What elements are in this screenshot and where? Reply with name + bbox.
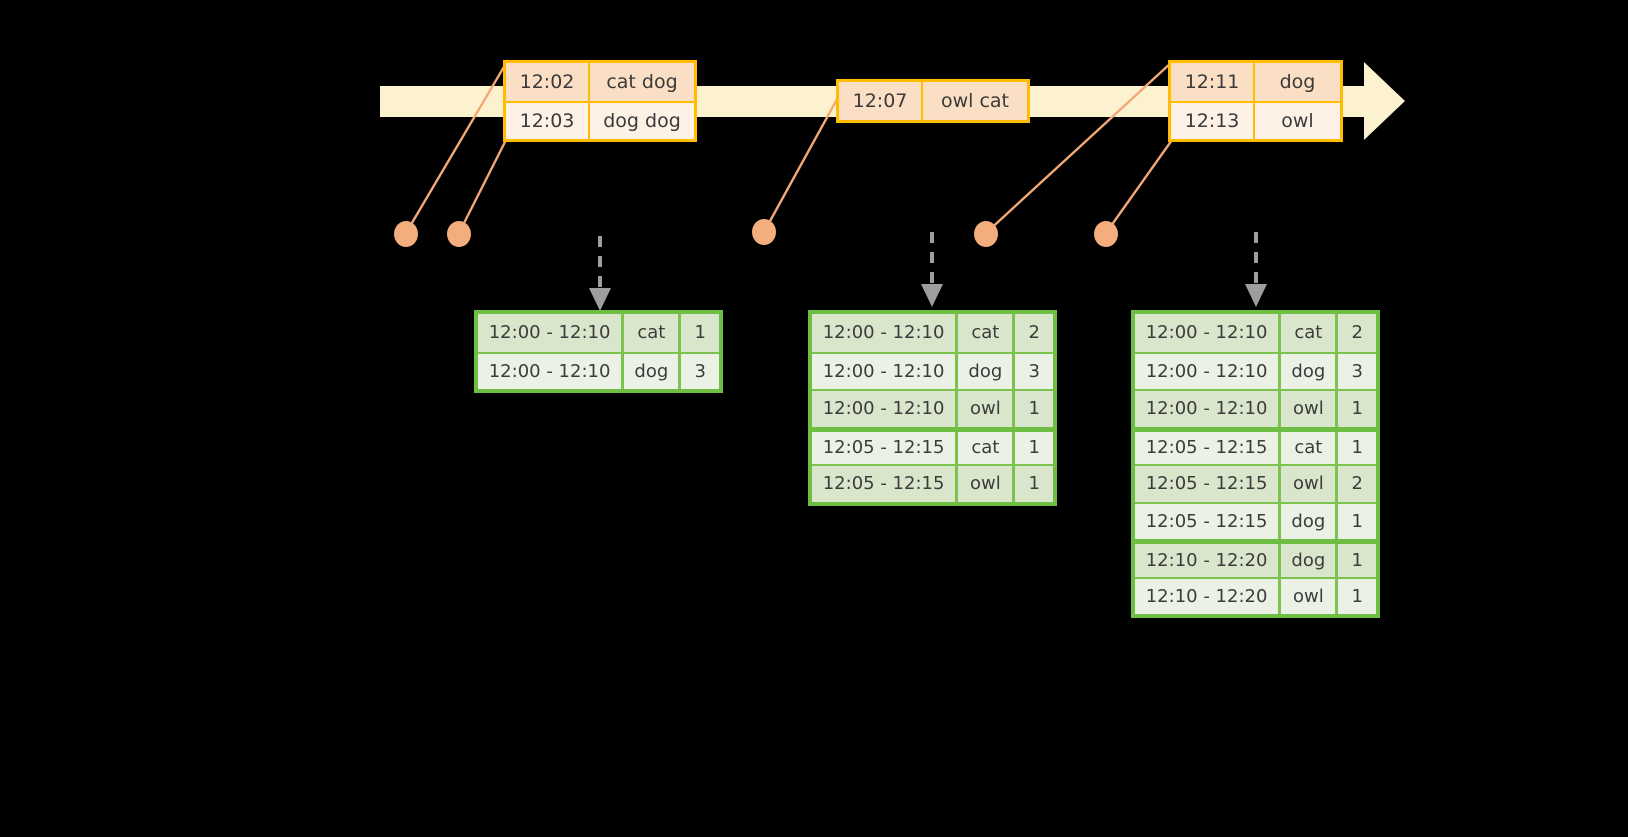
- emit-arrow-group: [589, 232, 1267, 311]
- event-row[interactable]: 12:13 owl: [1171, 101, 1340, 139]
- event-box-3[interactable]: 12:11 dog 12:13 owl: [1168, 60, 1343, 142]
- window-cell: 12:00 - 12:10: [1135, 391, 1282, 427]
- word-cell: owl: [958, 391, 1016, 427]
- window-cell: 12:05 - 12:15: [1135, 503, 1282, 539]
- count-cell: 2: [1028, 322, 1040, 344]
- word-cell: dog: [1281, 503, 1339, 539]
- word-cell: dog: [1281, 544, 1339, 577]
- word-cell: cat: [1281, 314, 1339, 352]
- event-time: 12:11: [1171, 63, 1255, 101]
- event-words: cat dog: [606, 71, 678, 93]
- word-cell: cat: [958, 431, 1016, 464]
- window-cell: 12:05 - 12:15: [1135, 466, 1282, 502]
- count-cell: 1: [1028, 398, 1040, 420]
- event-row[interactable]: 12:07 owl cat: [839, 82, 1027, 120]
- count-cell: 2: [1351, 322, 1363, 344]
- window-cell: 12:00 - 12:10: [478, 314, 625, 352]
- window-cell: 12:05 - 12:15: [812, 466, 959, 502]
- event-box-2[interactable]: 12:07 owl cat: [836, 79, 1030, 123]
- event-dot-group: [394, 219, 1118, 247]
- count-cell: 1: [1028, 473, 1040, 495]
- event-time: 12:03: [506, 103, 590, 139]
- word-cell: owl: [1281, 466, 1339, 502]
- window-cell: 12:05 - 12:15: [1135, 431, 1282, 464]
- word-cell: owl: [1281, 578, 1339, 614]
- window-cell: 12:00 - 12:10: [478, 353, 625, 389]
- word-cell: owl: [958, 466, 1016, 502]
- window-cell: 12:05 - 12:15: [812, 431, 959, 464]
- event-words: dog: [1279, 71, 1316, 93]
- count-cell: 1: [1351, 398, 1363, 420]
- event-time: 12:02: [506, 63, 590, 101]
- event-box-1[interactable]: 12:02 cat dog 12:03 dog dog: [503, 60, 697, 142]
- window-cell: 12:00 - 12:10: [812, 353, 959, 389]
- event-words: owl cat: [940, 90, 1010, 112]
- count-cell: 3: [1351, 360, 1363, 382]
- count-cell: 1: [1351, 510, 1363, 532]
- count-cell: 1: [694, 322, 706, 344]
- event-row[interactable]: 12:11 dog: [1171, 63, 1340, 101]
- word-cell: dog: [1281, 353, 1339, 389]
- word-cell: dog: [624, 353, 682, 389]
- count-cell: 3: [1028, 360, 1040, 382]
- window-cell: 12:00 - 12:10: [812, 314, 959, 352]
- count-cell: 1: [1351, 549, 1363, 571]
- word-cell: cat: [1281, 431, 1339, 464]
- count-cell: 3: [694, 360, 706, 382]
- word-cell: cat: [624, 314, 682, 352]
- event-row[interactable]: 12:02 cat dog: [506, 63, 694, 101]
- event-row[interactable]: 12:03 dog dog: [506, 101, 694, 139]
- word-cell: owl: [1281, 391, 1339, 427]
- count-cell: 1: [1028, 437, 1040, 459]
- count-cell: 2: [1351, 473, 1363, 495]
- event-time: 12:13: [1171, 103, 1255, 139]
- window-cell: 12:10 - 12:20: [1135, 544, 1282, 577]
- event-words: owl: [1281, 110, 1314, 132]
- window-cell: 12:00 - 12:10: [1135, 314, 1282, 352]
- event-words: dog dog: [603, 110, 681, 132]
- window-cell: 12:00 - 12:10: [812, 391, 959, 427]
- count-cell: 1: [1351, 437, 1363, 459]
- window-cell: 12:10 - 12:20: [1135, 578, 1282, 614]
- word-cell: dog: [958, 353, 1016, 389]
- event-time: 12:07: [839, 82, 923, 120]
- count-cell: 1: [1351, 585, 1363, 607]
- word-cell: cat: [958, 314, 1016, 352]
- window-cell: 12:00 - 12:10: [1135, 353, 1282, 389]
